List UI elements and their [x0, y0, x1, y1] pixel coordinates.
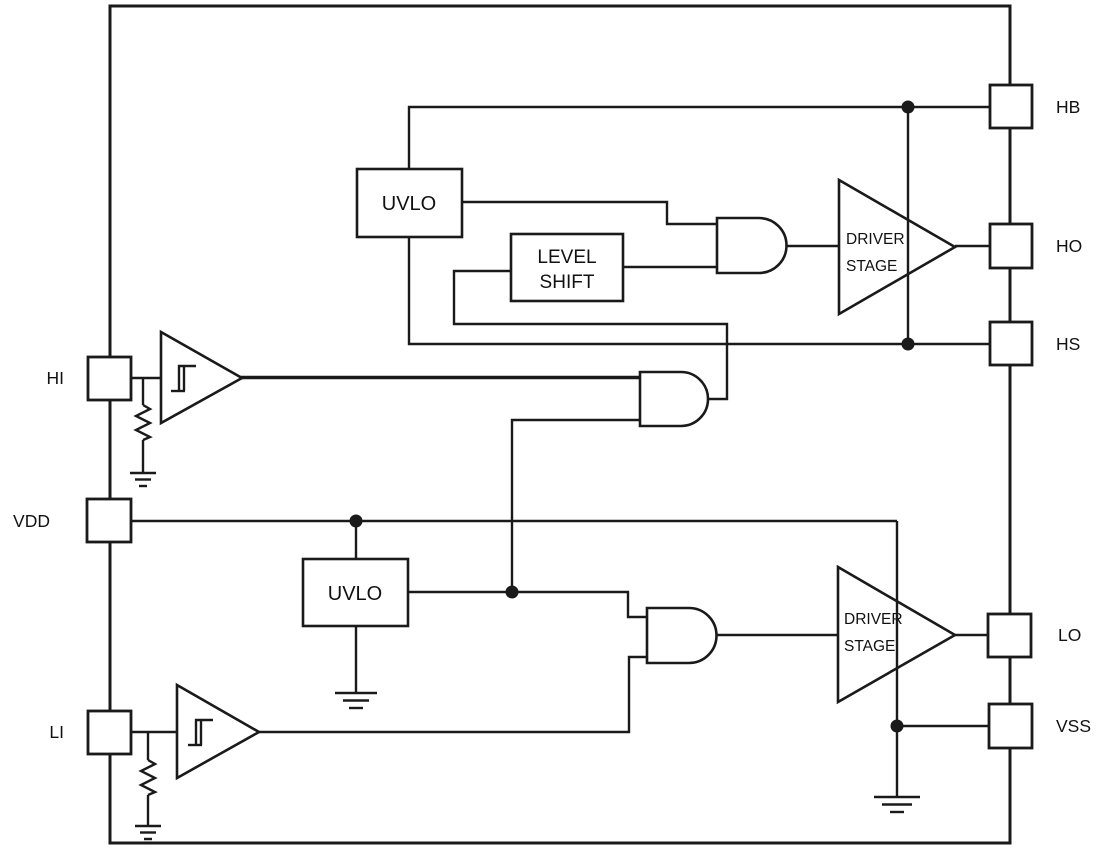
uvlo-high-block	[355, 167, 464, 239]
pin-li	[86, 709, 133, 756]
uvlo-high-label: UVLO	[382, 193, 436, 215]
and-gate-high	[715, 216, 788, 275]
chip-outline	[108, 4, 1012, 845]
pin-label-ho: HO	[1056, 236, 1082, 256]
pin-hb	[988, 83, 1034, 130]
schmitt-li-triangle	[175, 682, 262, 781]
driver-high-label-2: STAGE	[846, 258, 897, 275]
wire-hb-rail	[407, 105, 990, 169]
pin-label-hb: HB	[1056, 97, 1080, 117]
level-shift-label-1: LEVEL	[537, 247, 596, 268]
junction-dot-hb	[901, 100, 915, 114]
hysteresis-icon	[171, 364, 196, 393]
pin-lo	[986, 612, 1033, 659]
ground-icon-uvlo-low	[335, 691, 377, 710]
pin-vdd	[85, 497, 133, 544]
wire-schmitt-li-out	[259, 655, 647, 734]
uvlo-low-block	[301, 557, 410, 628]
pin-label-hi: HI	[47, 368, 65, 388]
wire-mid-and-to-levelshift	[452, 269, 729, 401]
driver-high-label-1: DRIVER	[846, 231, 905, 248]
and-gate-mid	[638, 370, 710, 428]
wire-uvlo-high-to-and	[462, 200, 717, 226]
driver-low-label-1: DRIVER	[844, 611, 903, 628]
hysteresis-icon	[188, 718, 213, 747]
pin-label-li: LI	[49, 722, 64, 742]
junction-dot-vdd	[349, 514, 363, 528]
resistor-li	[138, 732, 158, 826]
pin-label-lo: LO	[1058, 625, 1081, 645]
junction-dot-hs	[901, 337, 915, 351]
pin-label-vss: VSS	[1056, 716, 1091, 736]
wire-hs-rail	[407, 237, 990, 346]
wire-schmitt-hi-out	[238, 375, 642, 380]
ground-icon-vss	[874, 795, 920, 814]
pin-label-vdd: VDD	[13, 511, 50, 531]
schmitt-buffer-li	[175, 682, 262, 781]
ground-icon-hi	[130, 471, 156, 488]
schmitt-buffer-hi	[159, 329, 245, 426]
level-shift-label-2: SHIFT	[540, 272, 595, 293]
driver-low-label-2: STAGE	[844, 638, 895, 655]
wire-uvlo-low-to-mid-and	[510, 418, 640, 592]
level-shift-block	[509, 232, 625, 303]
pin-vss	[987, 702, 1034, 750]
pin-hs	[988, 320, 1034, 367]
uvlo-low-label: UVLO	[328, 583, 382, 605]
ground-icon-li	[135, 824, 161, 841]
junction-dot-vss	[890, 719, 904, 733]
pin-label-hs: HS	[1056, 334, 1080, 354]
pin-hi	[86, 355, 133, 402]
wire-uvlo-low-to-and	[408, 590, 647, 619]
and-gate-low	[645, 606, 718, 665]
schmitt-hi-triangle	[159, 329, 245, 426]
driver-stage-high	[837, 177, 958, 317]
junction-dot-uvlo-low	[505, 585, 519, 599]
resistor-hi	[133, 378, 153, 473]
pin-ho	[988, 222, 1034, 270]
